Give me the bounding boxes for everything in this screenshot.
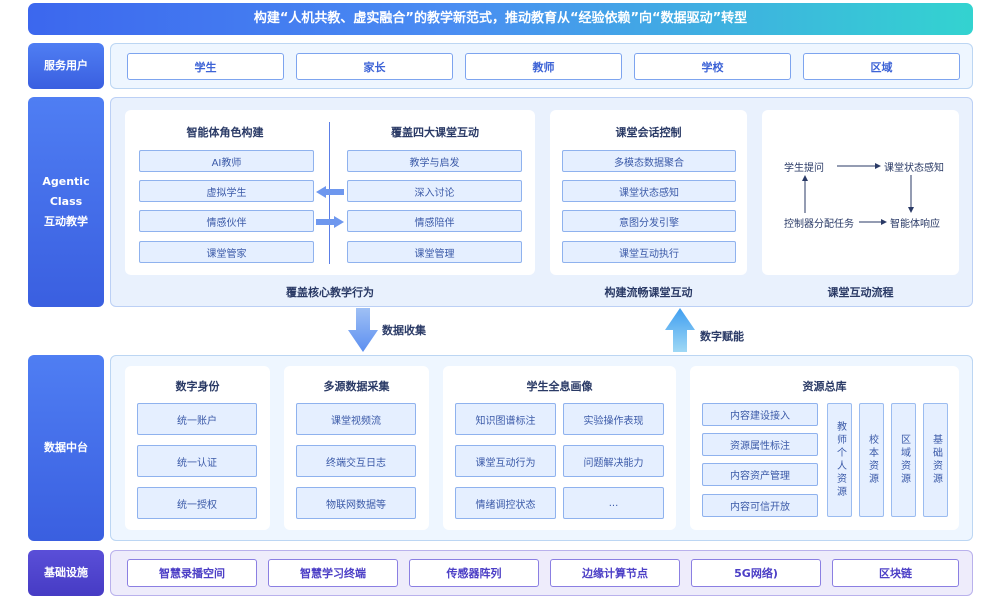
session-control-title: 课堂会话控制 xyxy=(615,126,682,139)
student-portrait-card: 学生全息画像 知识图谱标注 实验操作表现 课堂互动行为 问题解决能力 情绪调控状… xyxy=(443,366,676,530)
digital-identity-card: 数字身份 统一账户 统一认证 统一授权 xyxy=(125,366,270,530)
portrait-experiment[interactable]: 实验操作表现 xyxy=(563,403,664,435)
user-region[interactable]: 区域 xyxy=(803,53,960,80)
role-ai-teacher[interactable]: AI教师 xyxy=(139,150,314,172)
caption-core-teaching: 覆盖核心教学行为 xyxy=(286,286,374,299)
portrait-problem-solving[interactable]: 问题解决能力 xyxy=(563,445,664,477)
arrow-right-icon xyxy=(316,216,344,228)
four-interactions-title: 覆盖四大课堂互动 xyxy=(391,126,479,139)
flow-student-question: 学生提问 xyxy=(784,163,824,174)
resource-asset-management[interactable]: 内容资产管理 xyxy=(702,463,818,486)
source-video-stream[interactable]: 课堂视频流 xyxy=(296,403,416,435)
role-virtual-student[interactable]: 虚拟学生 xyxy=(139,180,314,202)
flow-controller-assign: 控制器分配任务 xyxy=(784,219,854,230)
infra-blockchain[interactable]: 区块链 xyxy=(832,559,959,587)
role-class-steward[interactable]: 课堂管家 xyxy=(139,241,314,263)
student-portrait-title: 学生全息画像 xyxy=(526,380,593,393)
portrait-more[interactable]: ... xyxy=(563,487,664,519)
flow-agent-response: 智能体响应 xyxy=(890,219,940,230)
infra-5g-network[interactable]: 5G网络) xyxy=(691,559,821,587)
role-build-title: 智能体角色构建 xyxy=(186,126,264,139)
row-label-service-users: 服务用户 xyxy=(28,43,104,89)
portrait-interaction[interactable]: 课堂互动行为 xyxy=(455,445,556,477)
user-teacher[interactable]: 教师 xyxy=(465,53,622,80)
infra-learning-terminal[interactable]: 智慧学习终端 xyxy=(268,559,398,587)
agentic-label-line1: Agentic Class xyxy=(42,175,90,208)
flow-state-perception: 课堂状态感知 xyxy=(884,163,944,174)
resource-basic[interactable]: 基础资源 xyxy=(923,403,948,517)
source-iot-data[interactable]: 物联网数据等 xyxy=(296,487,416,519)
interaction-flow-card: 学生提问 课堂状态感知 控制器分配任务 智能体响应 xyxy=(762,110,959,275)
data-collect-label: 数据收集 xyxy=(382,324,426,337)
resource-trusted-open[interactable]: 内容可信开放 xyxy=(702,494,818,517)
core-teaching-card: 智能体角色构建 AI教师 虚拟学生 情感伙伴 课堂管家 覆盖四大课堂互动 教学与… xyxy=(125,110,535,275)
row-label-data-platform: 数据中台 xyxy=(28,355,104,541)
resource-library-card: 资源总库 内容建设接入 资源属性标注 内容资产管理 内容可信开放 教师个人资源 … xyxy=(690,366,959,530)
interaction-management[interactable]: 课堂管理 xyxy=(347,241,522,263)
source-terminal-log[interactable]: 终端交互日志 xyxy=(296,445,416,477)
user-parent[interactable]: 家长 xyxy=(296,53,453,80)
identity-auth[interactable]: 统一认证 xyxy=(137,445,257,477)
resource-library-title: 资源总库 xyxy=(802,380,847,393)
caption-interaction-flow: 课堂互动流程 xyxy=(827,286,894,299)
user-school[interactable]: 学校 xyxy=(634,53,791,80)
resource-teacher-personal[interactable]: 教师个人资源 xyxy=(827,403,852,517)
top-banner: 构建“人机共教、虚实融合”的教学新范式，推动教育从“经验依赖”向“数据驱动”转型 xyxy=(28,3,973,35)
interaction-emotion[interactable]: 情感陪伴 xyxy=(347,210,522,232)
portrait-knowledge-graph[interactable]: 知识图谱标注 xyxy=(455,403,556,435)
interaction-teaching[interactable]: 教学与启发 xyxy=(347,150,522,172)
identity-account[interactable]: 统一账户 xyxy=(137,403,257,435)
caption-fluent-interaction: 构建流畅课堂互动 xyxy=(604,286,693,299)
row-label-agentic-class: Agentic Class 互动教学 xyxy=(28,97,104,307)
multi-source-title: 多源数据采集 xyxy=(323,380,390,393)
flow-arrow-down-icon xyxy=(908,175,914,213)
session-state-perception[interactable]: 课堂状态感知 xyxy=(562,180,736,202)
resource-attribute-tag[interactable]: 资源属性标注 xyxy=(702,433,818,456)
session-intent-engine[interactable]: 意图分发引擎 xyxy=(562,210,736,232)
user-student[interactable]: 学生 xyxy=(127,53,284,80)
multi-source-card: 多源数据采集 课堂视频流 终端交互日志 物联网数据等 xyxy=(284,366,429,530)
resource-content-access[interactable]: 内容建设接入 xyxy=(702,403,818,426)
portrait-emotion[interactable]: 情绪调控状态 xyxy=(455,487,556,519)
digital-empower-arrow-icon xyxy=(665,308,695,352)
interaction-discussion[interactable]: 深入讨论 xyxy=(347,180,522,202)
infra-edge-computing[interactable]: 边缘计算节点 xyxy=(550,559,680,587)
infra-sensor-array[interactable]: 传感器阵列 xyxy=(409,559,539,587)
data-collect-arrow-icon xyxy=(348,308,378,352)
flow-arrow-right-2-icon xyxy=(859,219,887,225)
arrow-left-icon xyxy=(316,186,344,198)
agentic-label-line2: 互动教学 xyxy=(44,215,88,228)
digital-empower-label: 数字赋能 xyxy=(700,330,744,343)
flow-arrow-up-icon xyxy=(802,175,808,213)
session-execution[interactable]: 课堂互动执行 xyxy=(562,241,736,263)
resource-school[interactable]: 校本资源 xyxy=(859,403,884,517)
session-control-card: 课堂会话控制 多模态数据聚合 课堂状态感知 意图分发引擎 课堂互动执行 xyxy=(550,110,747,275)
role-emotion-partner[interactable]: 情感伙伴 xyxy=(139,210,314,232)
resource-region[interactable]: 区域资源 xyxy=(891,403,916,517)
infra-recording-space[interactable]: 智慧录播空间 xyxy=(127,559,257,587)
row-label-infrastructure: 基础设施 xyxy=(28,550,104,596)
identity-authorization[interactable]: 统一授权 xyxy=(137,487,257,519)
flow-arrow-right-icon xyxy=(837,163,881,169)
session-multimodal[interactable]: 多模态数据聚合 xyxy=(562,150,736,172)
digital-identity-title: 数字身份 xyxy=(175,380,220,393)
